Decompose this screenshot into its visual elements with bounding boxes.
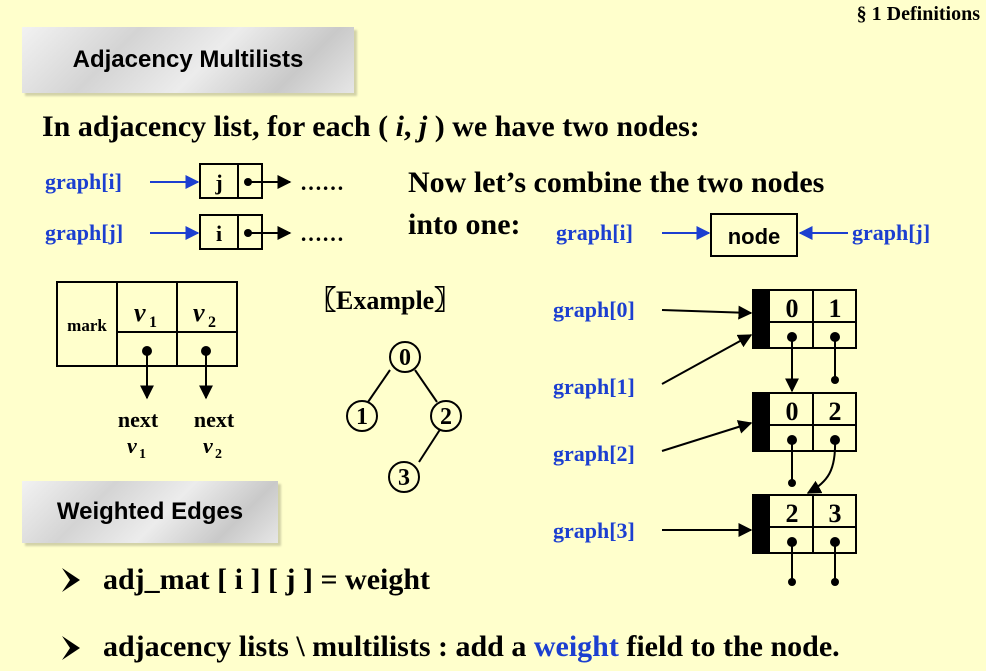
combined-node-box [710, 213, 798, 257]
next-v2-var: v [203, 433, 213, 458]
vertex-label-0: 0 [399, 345, 411, 371]
node2-v2: 2 [829, 397, 842, 426]
ptr-graph-0: graph[0] [553, 297, 635, 322]
dots: …… [300, 170, 344, 195]
adj-list-row-1: graph[i] j …… [45, 163, 344, 199]
node1-v2: 1 [829, 294, 842, 323]
ptr-graph-1: graph[1] [553, 374, 635, 399]
example-label: 〖Example〗 [310, 285, 460, 315]
adj-list-row-2: graph[j] i …… [45, 214, 344, 250]
multilist-diagram: graph[0] graph[1] graph[2] graph[3] 0 1 [553, 289, 857, 586]
next-v2-label: next [194, 407, 235, 432]
combine-line-2: into one: [408, 208, 521, 241]
ptr-graph-j: graph[j] [45, 220, 123, 245]
section-label: § 1 Definitions [856, 3, 980, 25]
node3-v1: 2 [786, 499, 799, 528]
multilist-node-3: 2 3 [752, 494, 857, 554]
v1-field: v [134, 298, 146, 327]
ptr-graph-3: graph[3] [553, 518, 635, 543]
banner-adjacency-multilists: Adjacency Multilists [22, 27, 354, 93]
node-val-i: i [216, 221, 222, 246]
example-graph: 〖Example〗 0 1 2 3 [310, 285, 462, 493]
dots: …… [300, 221, 344, 246]
node3-v2: 3 [829, 499, 842, 528]
intro-post: ) we have two nodes: [427, 110, 700, 143]
bullet-adj-mat: adj_mat [ i ] [ j ] = weight [103, 563, 431, 596]
intro-i: i [395, 110, 404, 143]
bullet2-pre: adjacency lists \ multilists : add a [103, 630, 534, 663]
node-val-j: j [214, 170, 222, 195]
node2-v1: 0 [786, 397, 799, 426]
bullet-adj-lists: adjacency lists \ multilists : add a wei… [103, 630, 840, 664]
v1-sub: 1 [149, 314, 157, 331]
multilist-node-1: 0 1 [752, 289, 857, 349]
banner-weighted-edges: Weighted Edges [22, 481, 278, 543]
node-structure: mark v 1 v 2 next next v 1 v 2 [56, 281, 238, 462]
v2-sub: 2 [208, 314, 216, 331]
intro-text: In adjacency list, for each ( i, j ) we … [42, 110, 700, 144]
bullet2-post: field to the node. [618, 630, 840, 663]
vertex-0 [389, 341, 421, 373]
vertex-label-2: 2 [440, 404, 452, 430]
combined-node-diagram: graph[i] node graph[j] [556, 213, 930, 257]
ptr-graph-2: graph[2] [553, 441, 635, 466]
next-v2-sub: 2 [215, 447, 222, 462]
intro-j: j [418, 110, 428, 143]
combine-line-1: Now let’s combine the two nodes [408, 166, 825, 199]
vertex-2 [430, 400, 462, 432]
vertex-label-1: 1 [356, 404, 368, 430]
ptr-graph-i: graph[i] [45, 169, 122, 194]
mark-field: mark [67, 316, 107, 335]
intro-pre: In adjacency list, for each ( [42, 110, 396, 143]
bullet2-weight: weight [533, 630, 619, 663]
intro-comma: , [403, 110, 419, 143]
v2-field: v [193, 298, 205, 327]
next-v1-sub: 1 [139, 447, 146, 462]
combine-text: Now let’s combine the two nodes into one… [408, 162, 824, 246]
next-v1-var: v [127, 433, 137, 458]
next-v1-label: next [118, 407, 159, 432]
multilist-node-2: 0 2 [752, 392, 857, 452]
combined-ptr-right: graph[j] [852, 220, 930, 245]
vertex-1 [346, 400, 378, 432]
vertex-3 [388, 461, 420, 493]
node1-v1: 0 [786, 294, 799, 323]
combined-node-label: node [728, 224, 781, 249]
vertex-label-3: 3 [398, 465, 410, 491]
bullet-arrow-icon [62, 636, 80, 660]
bullet-arrow-icon [62, 568, 80, 592]
combined-ptr-left: graph[i] [556, 220, 633, 245]
